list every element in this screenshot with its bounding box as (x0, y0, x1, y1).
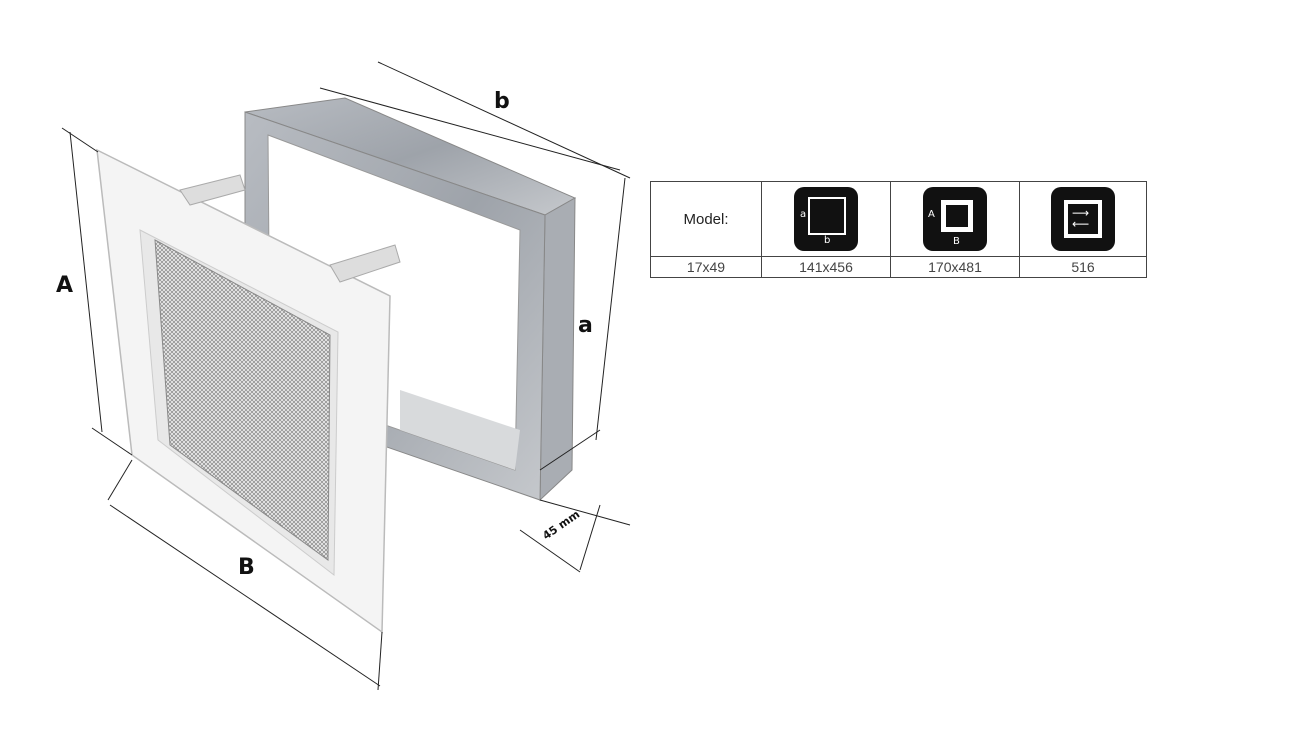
table-row: 17x49 141x456 170x481 516 (650, 256, 1147, 278)
front-grille-frame (96, 148, 401, 634)
model-label: Model: (650, 181, 762, 257)
dimension-label-depth: 45 mm (540, 508, 582, 543)
dimension-label-B: B (238, 555, 255, 580)
dimension-lines (61, 61, 631, 691)
outer-dimension-icon: A B (923, 187, 987, 251)
table-header-row: Model: a b A B ⟶ ⟵ (650, 181, 1147, 257)
airflow-area-value: 516 (1019, 256, 1147, 278)
dimension-label-a: a (578, 313, 593, 338)
airflow-area-icon: ⟶ ⟵ (1051, 187, 1115, 251)
dimension-label-b: b (494, 89, 510, 114)
inner-dimension-icon: a b (794, 187, 858, 251)
outer-dimension-value: 170x481 (890, 256, 1020, 278)
arrow-right-icon: ⟶ (1072, 206, 1090, 220)
icon-bottom-label: B (953, 236, 960, 247)
dimension-label-A: A (56, 273, 73, 298)
inner-dimension-value: 141x456 (761, 256, 891, 278)
model-value: 17x49 (650, 256, 762, 278)
icon-side-label: a (800, 209, 807, 220)
arrow-left-icon: ⟵ (1072, 217, 1090, 231)
icon-side-label: A (928, 209, 935, 220)
icon-bottom-label: b (824, 235, 831, 246)
spec-table: Model: a b A B ⟶ ⟵ 17x49 141x456 170x481… (650, 181, 1147, 278)
